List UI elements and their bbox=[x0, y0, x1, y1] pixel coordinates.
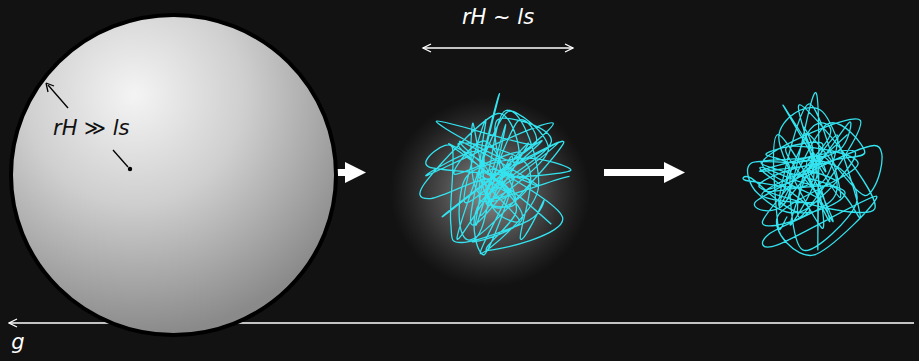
string-ball bbox=[420, 94, 571, 255]
axis-label: g bbox=[11, 331, 24, 354]
sphere-outline bbox=[8, 12, 339, 338]
radius-label: rH ≫ ls bbox=[53, 117, 130, 140]
transition-arrow bbox=[604, 162, 685, 183]
string-ball bbox=[743, 93, 882, 256]
dimension-arrow bbox=[423, 47, 573, 48]
black-hole-sphere: rH ≫ ls bbox=[8, 12, 339, 338]
dimension-label: rH ~ ls bbox=[462, 6, 534, 29]
